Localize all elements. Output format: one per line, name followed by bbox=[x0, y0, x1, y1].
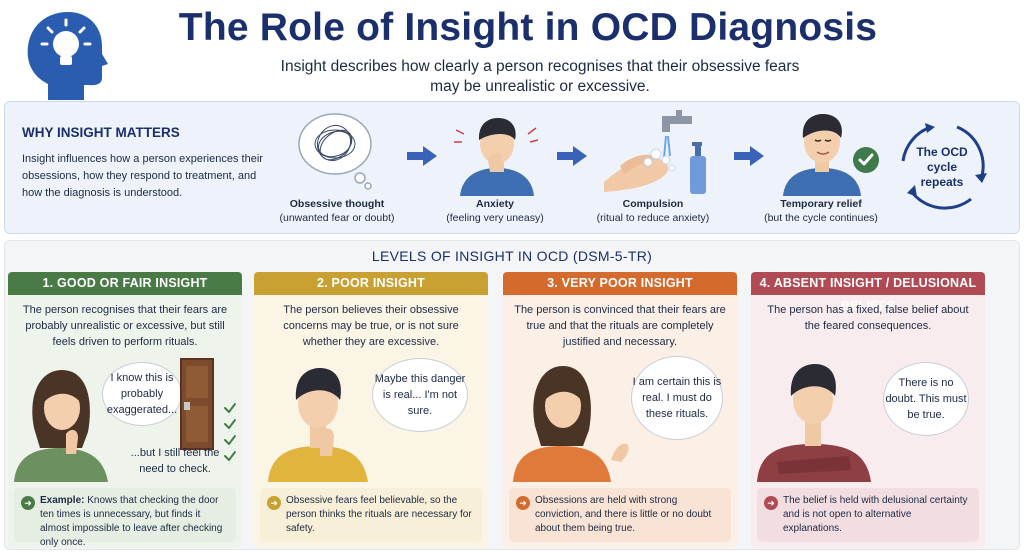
why-insight-panel bbox=[4, 101, 1020, 234]
thought-bubble: There is no doubt. This must be true. bbox=[883, 362, 969, 436]
card-heading: 3. VERY POOR INSIGHT bbox=[503, 272, 737, 295]
handwashing-icon bbox=[600, 108, 712, 203]
card-example: ➜ Example: Knows that checking the door … bbox=[14, 488, 236, 548]
card-description: The person is convinced that their fears… bbox=[514, 304, 726, 348]
card-description: The person believes their obsessive conc… bbox=[283, 304, 459, 348]
thought-bubble: I know this is probably exaggerated... bbox=[102, 362, 182, 426]
checkmarks-icon bbox=[222, 402, 238, 469]
door-icon bbox=[180, 358, 214, 455]
thought-bubble: Maybe this danger is real... I'm not sur… bbox=[372, 358, 468, 432]
cycle-repeats-label: The OCD cycle repeats bbox=[916, 145, 968, 189]
check-icon bbox=[852, 146, 880, 179]
card-description: The person has a fixed, false belief abo… bbox=[767, 304, 969, 332]
anxious-person-icon bbox=[452, 110, 542, 201]
still-check-text: ...but I still feel the need to check. bbox=[130, 447, 220, 475]
woman-worried-icon bbox=[511, 352, 641, 487]
cycle-step-compulsion: Compulsion (ritual to reduce anxiety) bbox=[596, 198, 710, 224]
cycle-step-obsessive-thought: Obsessive thought (unwanted fear or doub… bbox=[279, 198, 395, 224]
card-heading: 1. GOOD OR FAIR INSIGHT bbox=[8, 272, 242, 295]
page-subtitle: Insight describes how clearly a person r… bbox=[280, 58, 800, 95]
card-note: ➜ Obsessions are held with strong convic… bbox=[509, 488, 731, 542]
woman-thinking-icon bbox=[12, 358, 112, 487]
arrow-right-icon bbox=[407, 146, 437, 166]
arrow-right-icon bbox=[557, 146, 587, 166]
arrow-circle-icon: ➜ bbox=[516, 496, 530, 510]
arrow-circle-icon: ➜ bbox=[764, 496, 778, 510]
level-card-poor-insight: 2. POOR INSIGHT The person believes thei… bbox=[254, 272, 488, 548]
man-thinking-icon bbox=[266, 356, 370, 487]
level-card-good-insight: 1. GOOD OR FAIR INSIGHT The person recog… bbox=[8, 272, 242, 548]
man-crossed-arms-icon bbox=[753, 348, 877, 487]
cycle-step-anxiety: Anxiety (feeling very uneasy) bbox=[446, 198, 544, 224]
why-insight-title: WHY INSIGHT MATTERS bbox=[22, 125, 180, 140]
levels-title: LEVELS OF INSIGHT IN OCD (DSM-5-TR) bbox=[371, 248, 653, 264]
level-card-absent-insight: 4. ABSENT INSIGHT / DELUSIONAL BELIEFS T… bbox=[751, 272, 985, 548]
card-note: ➜ The belief is held with delusional cer… bbox=[757, 488, 979, 542]
thought-cloud-icon bbox=[290, 110, 380, 195]
cycle-repeat-icon bbox=[897, 117, 991, 222]
card-description: The person recognises that their fears a… bbox=[22, 304, 228, 348]
arrow-circle-icon: ➜ bbox=[267, 496, 281, 510]
arrow-circle-icon: ➜ bbox=[21, 496, 35, 510]
card-heading: 4. ABSENT INSIGHT / DELUSIONAL BELIEFS bbox=[751, 272, 985, 313]
arrow-right-icon bbox=[734, 146, 764, 166]
card-heading: 2. POOR INSIGHT bbox=[254, 272, 488, 295]
why-insight-text: Insight influences how a person experien… bbox=[22, 153, 263, 199]
relieved-person-icon bbox=[777, 108, 867, 201]
page-title: The Role of Insight in OCD Diagnosis bbox=[178, 6, 878, 49]
cycle-step-temporary-relief: Temporary relief (but the cycle continue… bbox=[764, 198, 878, 224]
level-card-very-poor-insight: 3. VERY POOR INSIGHT The person is convi… bbox=[503, 272, 737, 548]
card-note: ➜ Obsessive fears feel believable, so th… bbox=[260, 488, 482, 542]
thought-bubble: I am certain this is real. I must do the… bbox=[631, 356, 723, 440]
head-lightbulb-icon bbox=[18, 6, 110, 102]
